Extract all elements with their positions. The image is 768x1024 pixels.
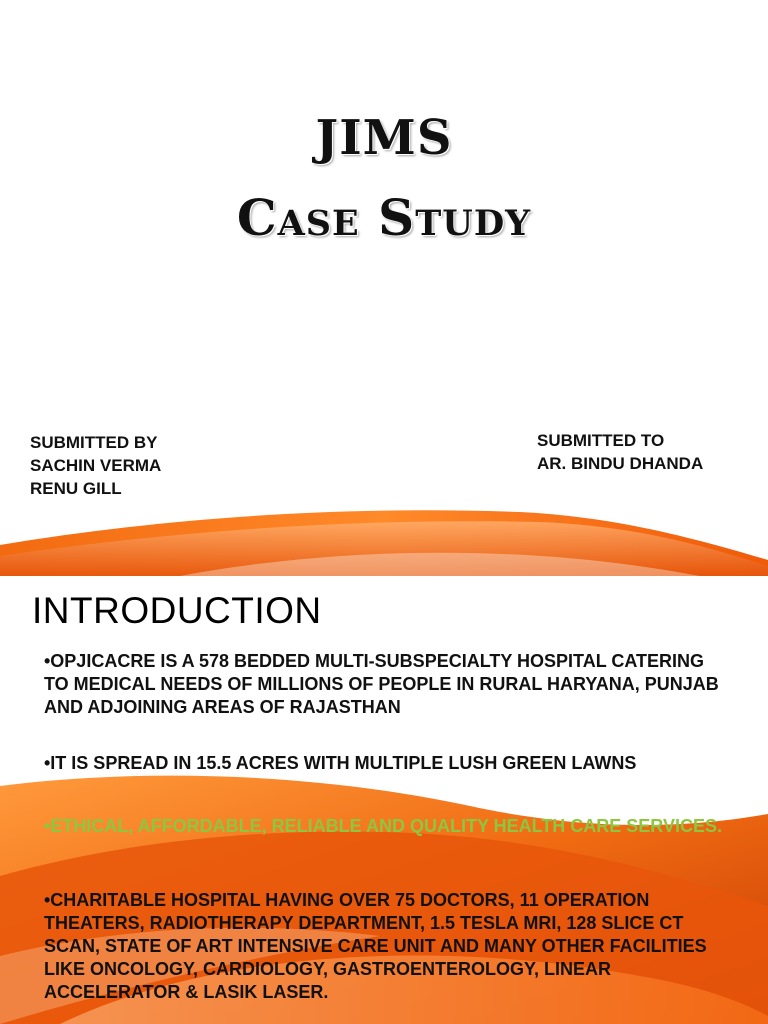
submitted-by-block: SUBMITTED BY SACHIN VERMA RENU GILL [30,431,161,500]
recipient-name: AR. BINDU DHANDA [537,454,704,473]
title-line-2: Case Study [236,188,532,247]
intro-paragraph-highlight: •ETHICAL, AFFORDABLE, RELIABLE AND QUALI… [44,816,722,836]
intro-paragraph: •IT IS SPREAD IN 15.5 ACRES WITH MULTIPL… [44,753,637,773]
submitted-by-label: SUBMITTED BY [30,433,158,452]
introduction-slide: INTRODUCTION •OPJICACRE IS A 578 BEDDED … [0,576,768,1024]
intro-paragraph: •CHARITABLE HOSPITAL HAVING OVER 75 DOCT… [44,890,707,1002]
slide-heading: INTRODUCTION [32,590,322,631]
intro-paragraph: •OPJICACRE IS A 578 BEDDED MULTI-SUBSPEC… [44,651,719,717]
orange-background-decoration [0,775,768,1024]
title-slide: JIMS Case Study SUBMITTED BY SACHIN VERM… [0,110,768,576]
orange-wave-decoration [0,510,768,576]
submitted-to-label: SUBMITTED TO [537,431,665,450]
submitter-name: SACHIN VERMA [30,456,162,475]
submitted-to-block: SUBMITTED TO AR. BINDU DHANDA [537,429,703,475]
submitter-name: RENU GILL [30,479,122,498]
title-line-1: JIMS [315,110,453,166]
